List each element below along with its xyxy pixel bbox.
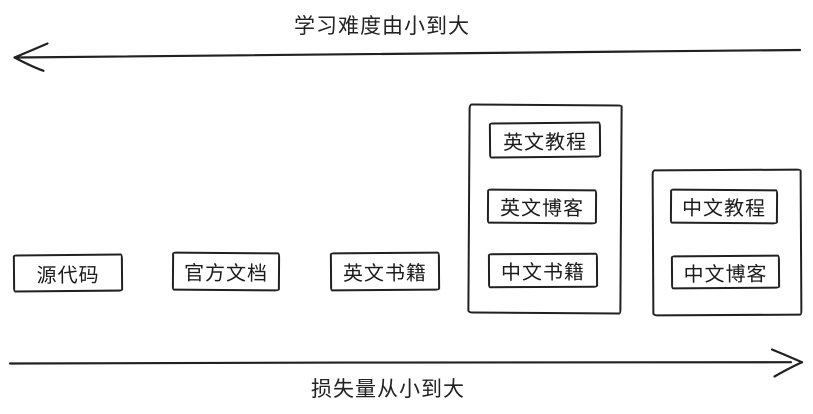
node-english-tutorials: 英文教程 <box>488 121 602 159</box>
node-chinese-books: 中文书籍 <box>487 252 599 289</box>
node-chinese-blogs: 中文博客 <box>670 254 781 290</box>
node-english-blogs: 英文博客 <box>486 188 598 225</box>
node-official-docs: 官方文档 <box>171 251 281 292</box>
right-arrow <box>8 348 804 378</box>
node-source-code: 源代码 <box>12 253 124 293</box>
bottom-axis-label: 损失量从小到大 <box>311 378 465 401</box>
top-axis-label: 学习难度由小到大 <box>294 15 470 38</box>
left-arrow <box>13 42 802 72</box>
node-chinese-tutorials: 中文教程 <box>669 188 779 225</box>
node-english-books: 英文书籍 <box>329 251 441 292</box>
